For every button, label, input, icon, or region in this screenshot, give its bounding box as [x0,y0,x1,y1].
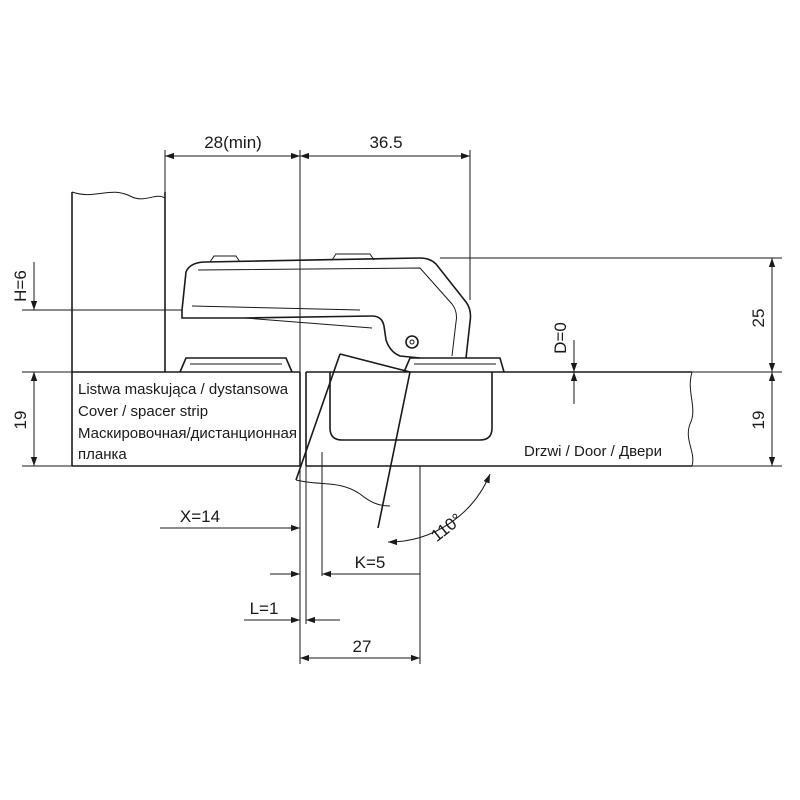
door-label: Drzwi / Door / Двери [524,443,662,460]
dim-thickness-right-label: 19 [749,411,768,430]
strip-label-ru-1: Маскировочная/дистанционная [78,425,297,442]
door-panel [305,371,694,467]
dim-l-label: L=1 [250,599,279,618]
dimension-top: 28(min) 36.5 [164,133,471,372]
dim-thickness-left-label: 19 [11,411,30,430]
dimension-bottom: X=14 K=5 L=1 27 [160,466,421,664]
strip-label-en: Cover / spacer strip [78,403,208,420]
cabinet-side-panel [71,191,166,372]
dim-k-label: K=5 [355,553,386,572]
cover-spacer-strip [71,371,301,467]
dim-x-label: X=14 [180,507,220,526]
dim-depth-27-label: 27 [353,637,372,656]
dimension-right: 25 19 D=0 [440,257,782,467]
door-swing-outline [295,353,411,576]
hinge-body [179,253,505,373]
dim-d-label: D=0 [551,322,570,354]
opening-angle-indicator: 110° [387,473,491,546]
strip-label-block: Listwa maskująca / dystansowa Cover / sp… [78,381,297,463]
strip-label-pl: Listwa maskująca / dystansowa [78,381,289,398]
dim-min-gap-label: 28(min) [204,133,262,152]
dimension-left: H=6 19 [11,262,182,467]
dim-height-25-label: 25 [749,309,768,328]
dim-cup-offset-label: 36.5 [369,133,402,152]
dim-h-label: H=6 [11,270,30,302]
strip-label-ru-2: планка [78,446,127,463]
